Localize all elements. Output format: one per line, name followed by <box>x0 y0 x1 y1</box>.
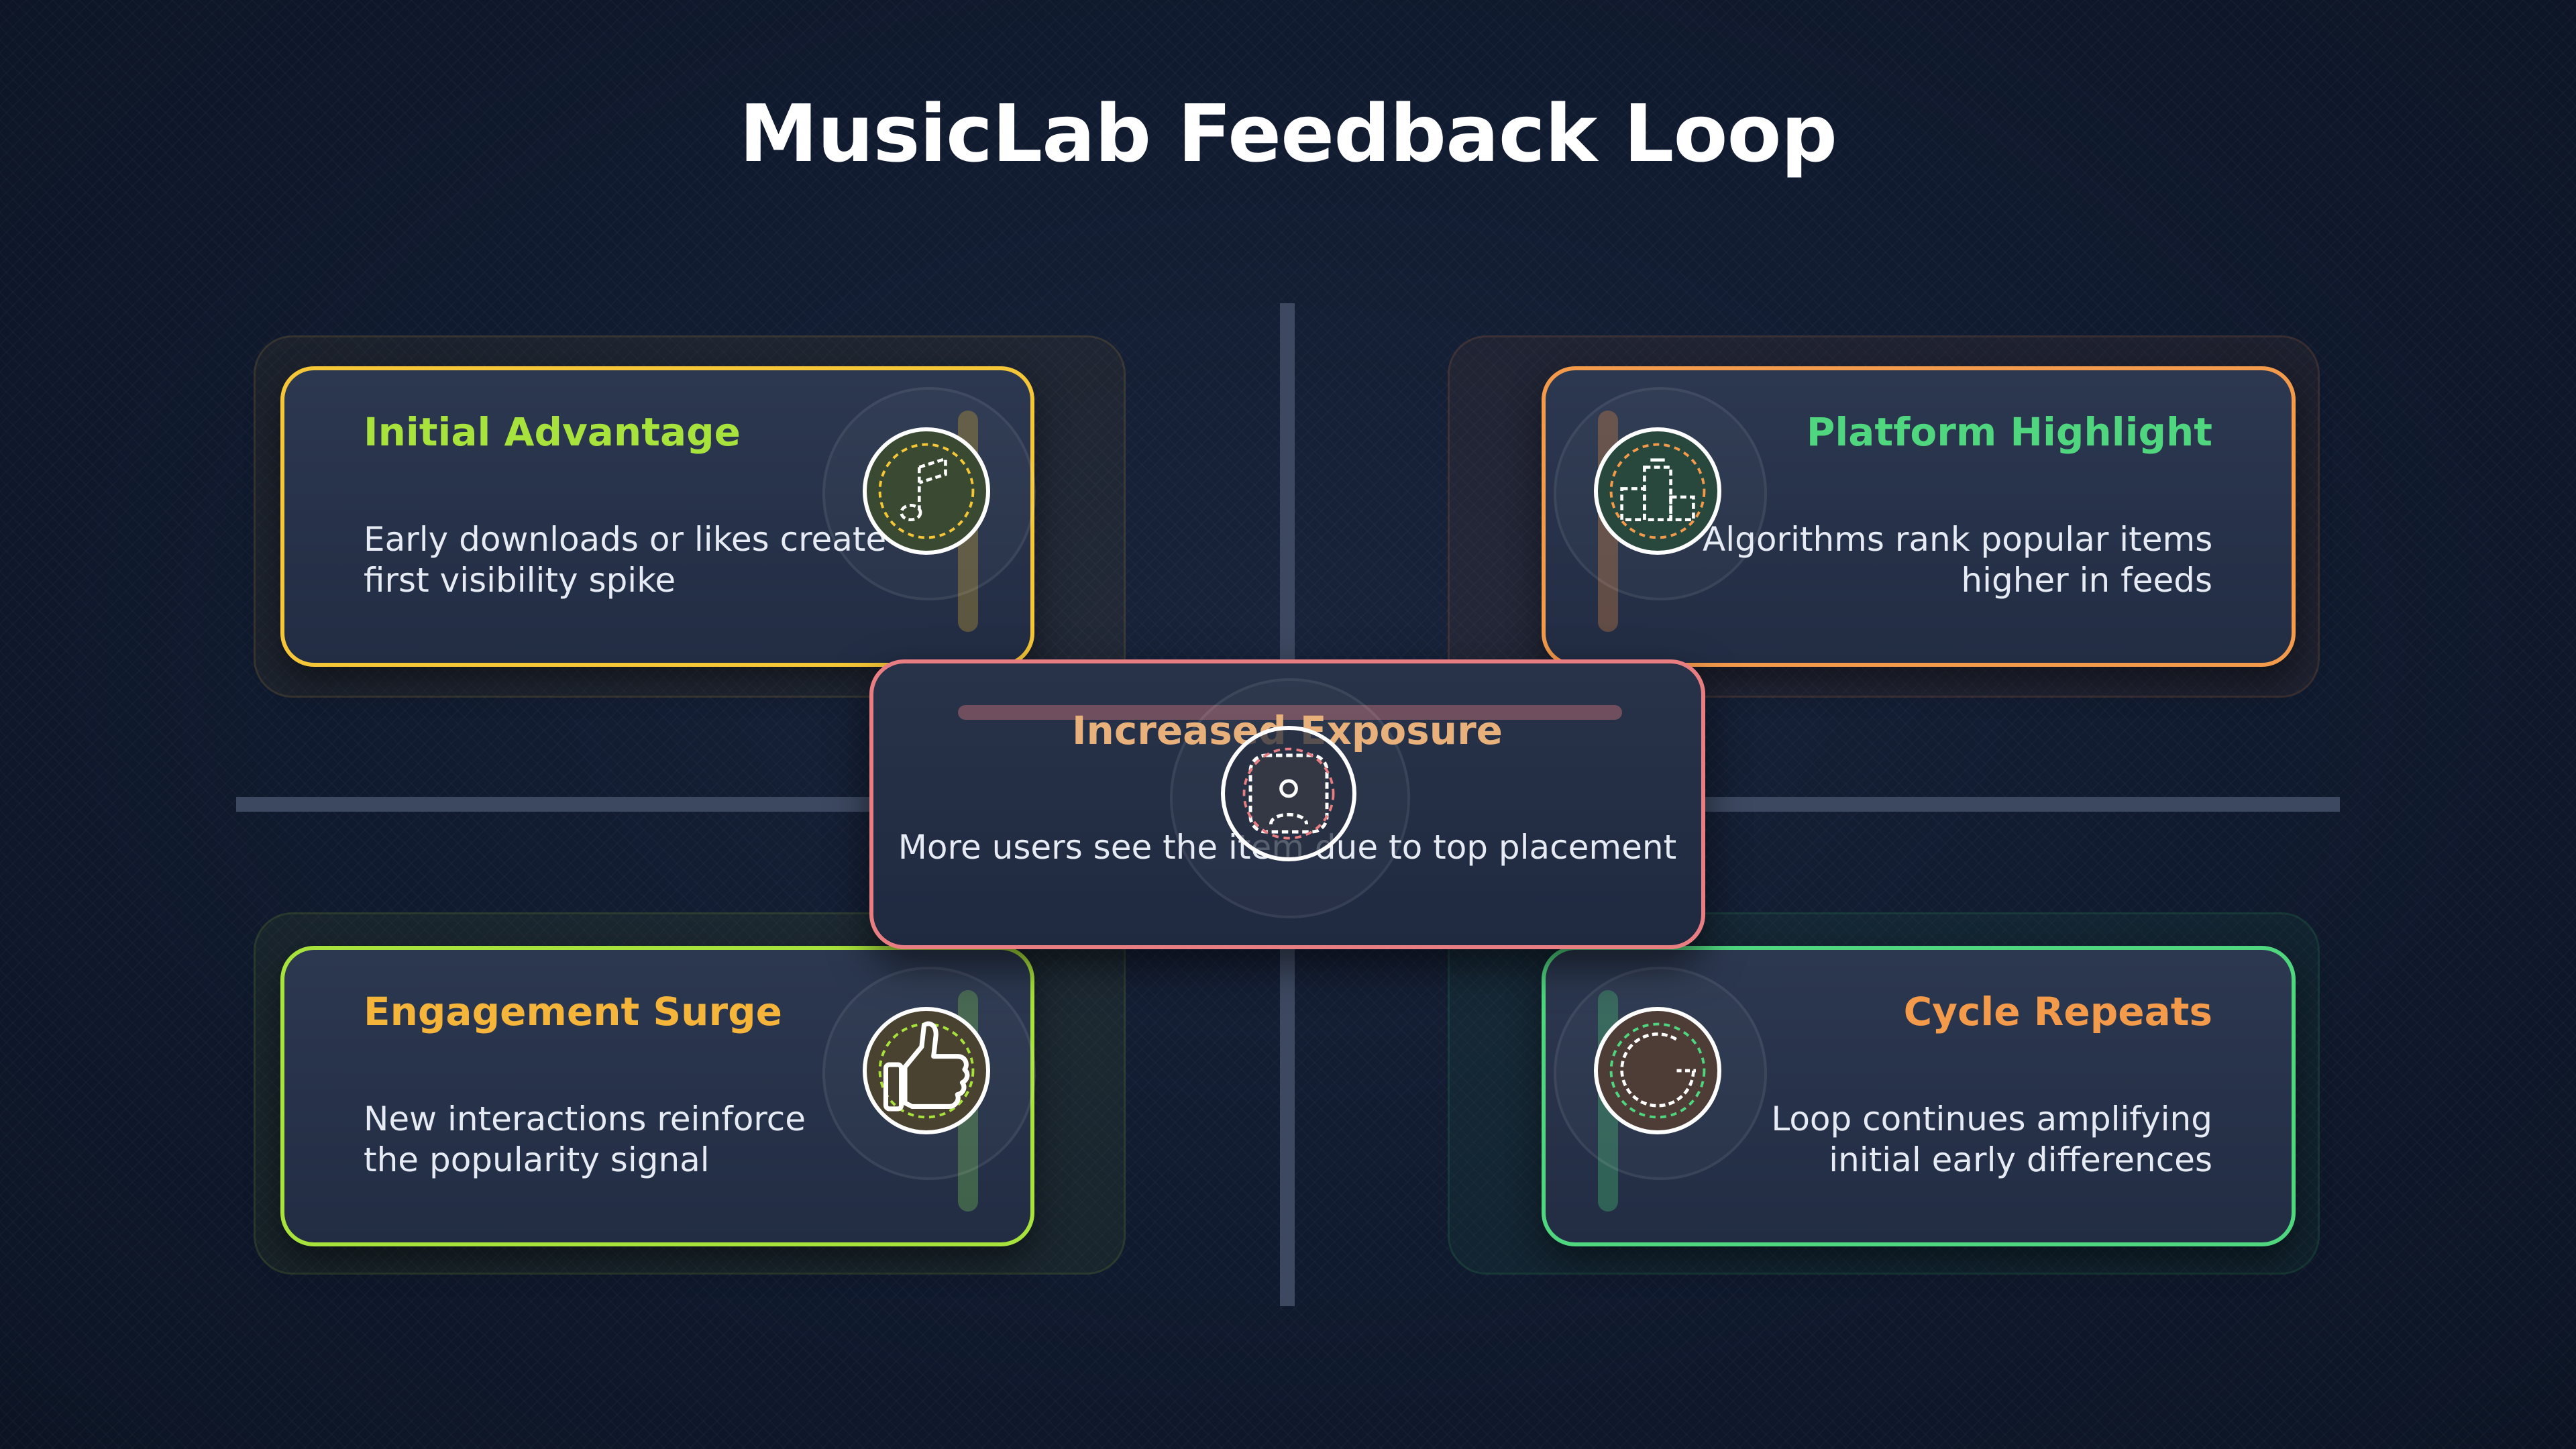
node-description: Loop continues amplifying initial early … <box>1771 1099 2212 1179</box>
page-title: MusicLab Feedback Loop <box>739 87 1837 180</box>
icon-halo <box>1554 387 1767 600</box>
music-note-icon <box>863 427 990 555</box>
node-description: New interactions reinforce the popularit… <box>364 1099 806 1179</box>
icon-halo <box>1554 967 1767 1180</box>
podium-icon <box>1594 427 1721 555</box>
icon-halo <box>1170 678 1410 918</box>
node-card-increased-exposure: Increased Exposure More users see the it… <box>869 659 1705 949</box>
node-title: Initial Advantage <box>364 409 741 455</box>
cycle-icon <box>1594 1007 1721 1134</box>
icon-halo <box>822 967 1036 1180</box>
node-description: Early downloads or likes create first vi… <box>364 520 887 600</box>
user-icon <box>1221 726 1356 861</box>
node-title: Engagement Surge <box>364 989 782 1034</box>
node-card-cycle-repeats: Cycle Repeats Loop continues amplifying … <box>1542 946 2296 1246</box>
icon-halo <box>822 387 1036 600</box>
node-card-initial-advantage: Initial Advantage Early downloads or lik… <box>280 366 1036 667</box>
thumbs-up-icon <box>863 1007 990 1134</box>
node-description: Algorithms rank popular items higher in … <box>1703 520 2213 600</box>
node-title: Platform Highlight <box>1806 409 2212 455</box>
node-card-engagement-surge: Engagement Surge New interactions reinfo… <box>280 946 1036 1246</box>
node-card-platform-highlight: Platform Highlight Algorithms rank popul… <box>1542 366 2296 667</box>
node-title: Cycle Repeats <box>1903 989 2212 1034</box>
